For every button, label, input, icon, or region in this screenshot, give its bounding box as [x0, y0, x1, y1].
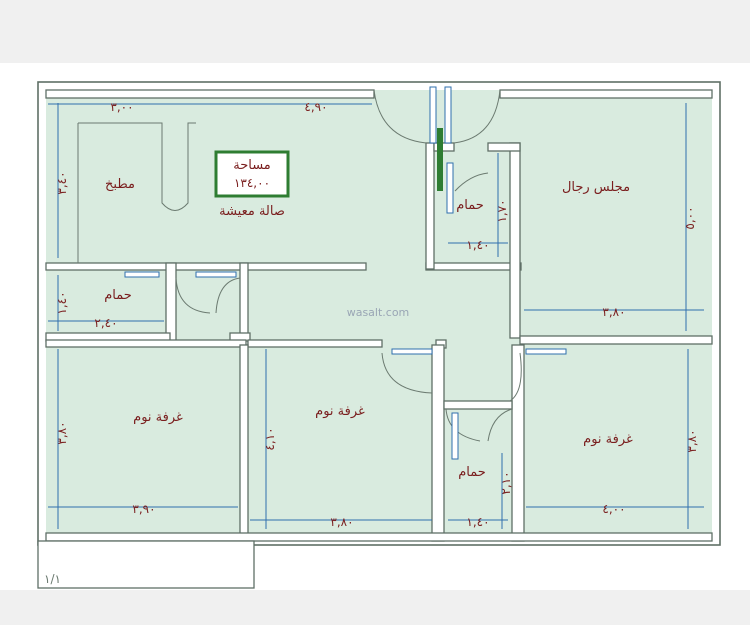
windows [124, 86, 567, 460]
floor-area [46, 90, 712, 540]
dim-bed-mid-height: ٤,١٠ [263, 427, 277, 450]
dim-bed-mid-width: ٣,٨٠ [330, 515, 353, 529]
room-label-bedroom-right: غرفة نوم [583, 432, 633, 447]
door-arcs [175, 89, 522, 442]
area-title: مساحة [233, 158, 271, 173]
dim-top-mid-width: ٤,٩٠ [304, 100, 327, 114]
page-number: ١/١ [44, 572, 61, 586]
area-value: ١٣٤,٠٠ [234, 176, 270, 190]
room-label-bedroom-left: غرفة نوم [133, 410, 183, 425]
floor-plan: مساحة ١٣٤,٠٠ مطبخ صالة معيشة مجلس رجال ح… [0, 63, 750, 590]
dim-majlis-height: ٥,٠٠ [683, 206, 697, 229]
room-label-bath-top: حمام [456, 198, 484, 213]
dim-bed-left-width: ٣,٩٠ [132, 502, 155, 516]
dim-bath-bottom-height: ٢,١٠ [499, 471, 513, 494]
dim-kitchen-height: ٣,٤٠ [55, 171, 69, 194]
watermark: wasalt.com [347, 306, 410, 319]
dim-bed-right-height: ٣,٨٠ [685, 429, 699, 452]
dim-bed-left-height: ٣,٨٠ [55, 421, 69, 444]
room-label-bath-bottom: حمام [458, 465, 486, 480]
floor-plan-drawing: مساحة ١٣٤,٠٠ مطبخ صالة معيشة مجلس رجال ح… [37, 81, 721, 589]
room-label-bedroom-mid: غرفة نوم [315, 404, 365, 419]
dim-bath-bottom-width: ١,٤٠ [466, 515, 489, 529]
room-label-kitchen: مطبخ [105, 177, 135, 192]
room-label-majlis: مجلس رجال [562, 180, 630, 195]
dim-bath-left-height: ١,٤٠ [55, 291, 69, 314]
dim-bed-right-width: ٤,٠٠ [602, 502, 625, 516]
partition-window [437, 128, 443, 191]
kitchen-counter [78, 122, 196, 211]
dim-bath-left-width: ٢,٤٠ [94, 316, 117, 330]
dim-majlis-width: ٣,٨٠ [602, 305, 625, 319]
area-box [214, 150, 290, 198]
room-label-bath-left: حمام [104, 288, 132, 303]
dim-bath-top-width: ١,٤٠ [466, 238, 489, 252]
room-label-living: صالة معيشة [219, 204, 285, 219]
dim-top-left-width: ٣,٠٠ [110, 100, 133, 114]
dim-bath-top-height: ١,٧٠ [495, 199, 509, 222]
dimension-lines [48, 103, 704, 529]
interior-walls [37, 89, 713, 589]
